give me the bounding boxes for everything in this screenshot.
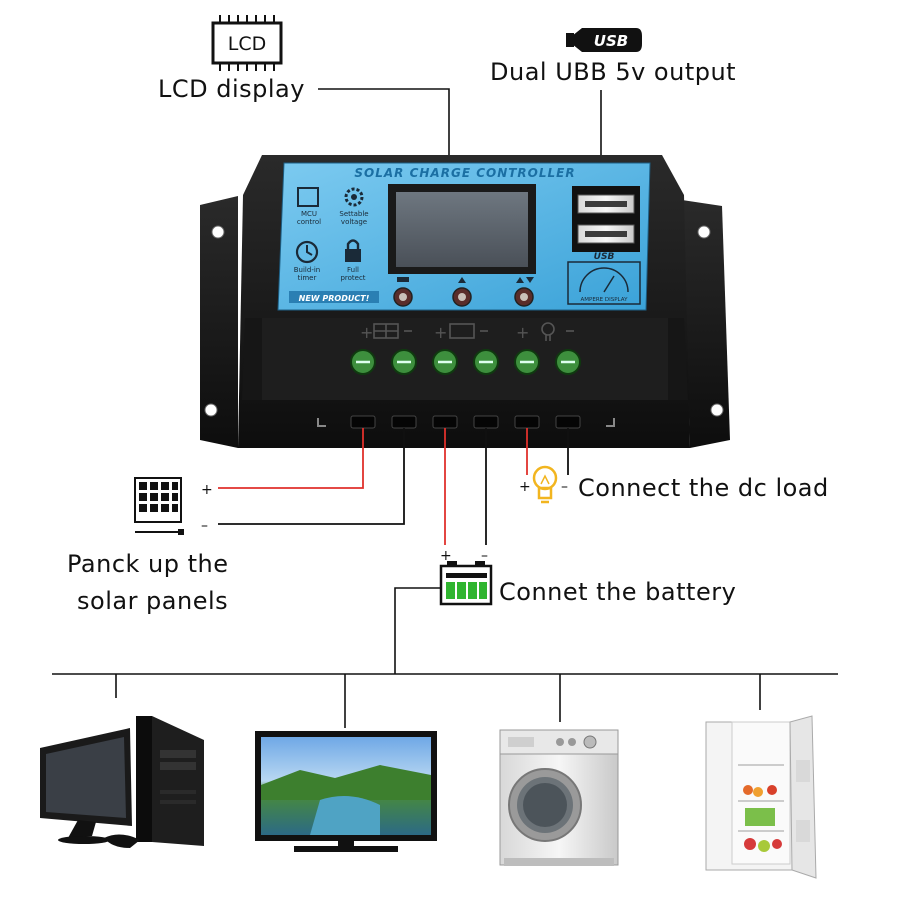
mount-hole	[204, 403, 218, 417]
chip-icon	[297, 187, 319, 207]
solar-label-line1: Panck up the	[67, 550, 229, 578]
terminal-screws	[350, 349, 581, 375]
feature-settable-voltage: Settable voltage	[339, 187, 369, 226]
battery-icon	[439, 561, 493, 606]
mount-hole	[211, 225, 225, 239]
light-bulb-icon	[532, 465, 558, 504]
svg-text:control: control	[297, 218, 321, 226]
feature-mcu: MCU control	[297, 187, 321, 226]
svg-text:Build-in: Build-in	[294, 266, 320, 274]
wire-openings	[317, 415, 615, 429]
load-plus-sign: +	[519, 479, 531, 495]
ampere-display-text: AMPERE DISPLAY	[581, 297, 629, 303]
dual-usb-label: Dual UBB 5v output	[490, 58, 736, 86]
lcd-screen	[396, 192, 528, 267]
dc-load-label: Connect the dc load	[578, 474, 829, 502]
distribution-lines	[52, 587, 838, 728]
mount-hole	[710, 403, 724, 417]
svg-text:Full: Full	[347, 266, 359, 274]
svg-text:timer: timer	[298, 274, 317, 282]
load-minus-sign: –	[561, 479, 568, 495]
svg-text:MCU: MCU	[301, 210, 317, 218]
washing-machine-icon	[499, 729, 619, 866]
svg-text:+: +	[360, 323, 373, 342]
mount-hole	[697, 225, 711, 239]
controller-title: SOLAR CHARGE CONTROLLER	[354, 166, 575, 180]
svg-text:+: +	[434, 323, 447, 342]
lcd-chip-icon: LCD	[211, 15, 283, 71]
lock-icon	[345, 249, 361, 262]
lcd-icon-text: LCD	[228, 33, 266, 55]
new-product-banner	[289, 291, 379, 303]
television-icon	[255, 731, 437, 852]
solar-positive-wire	[218, 428, 364, 489]
ampere-gauge-icon	[567, 261, 641, 305]
solar-label-line2: solar panels	[77, 587, 228, 615]
gear-icon	[344, 187, 364, 207]
solar-negative-wire	[218, 428, 405, 525]
terminal-pictograms: + + +	[360, 322, 574, 342]
up-button[interactable]	[452, 277, 472, 307]
usb-badge: USB	[594, 252, 615, 262]
feature-protect: Full protect	[340, 239, 366, 282]
desktop-computer-icon	[40, 716, 204, 848]
svg-text:Settable: Settable	[339, 210, 368, 218]
right-mounting-ear	[682, 200, 730, 448]
wiring	[218, 428, 569, 545]
svg-text:protect: protect	[340, 274, 365, 282]
battery-minus-sign: –	[481, 548, 488, 564]
usb-plug-icon: USB	[566, 28, 642, 52]
battery-label: Connet the battery	[499, 578, 736, 606]
usb-icon-text: USB	[594, 32, 628, 50]
solar-minus-sign: –	[201, 518, 208, 534]
refrigerator-icon	[705, 715, 817, 879]
left-mounting-ear	[200, 196, 238, 448]
solar-panel-icon	[134, 477, 184, 535]
clock-icon	[295, 240, 319, 264]
svg-text:+: +	[516, 323, 529, 342]
feature-timer: Build-in timer	[294, 240, 320, 282]
solar-plus-sign: +	[201, 482, 213, 498]
svg-text:voltage: voltage	[341, 218, 367, 226]
menu-button[interactable]	[393, 277, 413, 307]
new-product-text: NEW PRODUCT!	[299, 294, 370, 303]
charge-controller: SOLAR CHARGE CONTROLLER MCU control Sett…	[200, 155, 730, 448]
updown-button[interactable]	[514, 277, 534, 307]
battery-plus-sign: +	[440, 548, 452, 564]
lcd-display-label: LCD display	[158, 75, 305, 103]
